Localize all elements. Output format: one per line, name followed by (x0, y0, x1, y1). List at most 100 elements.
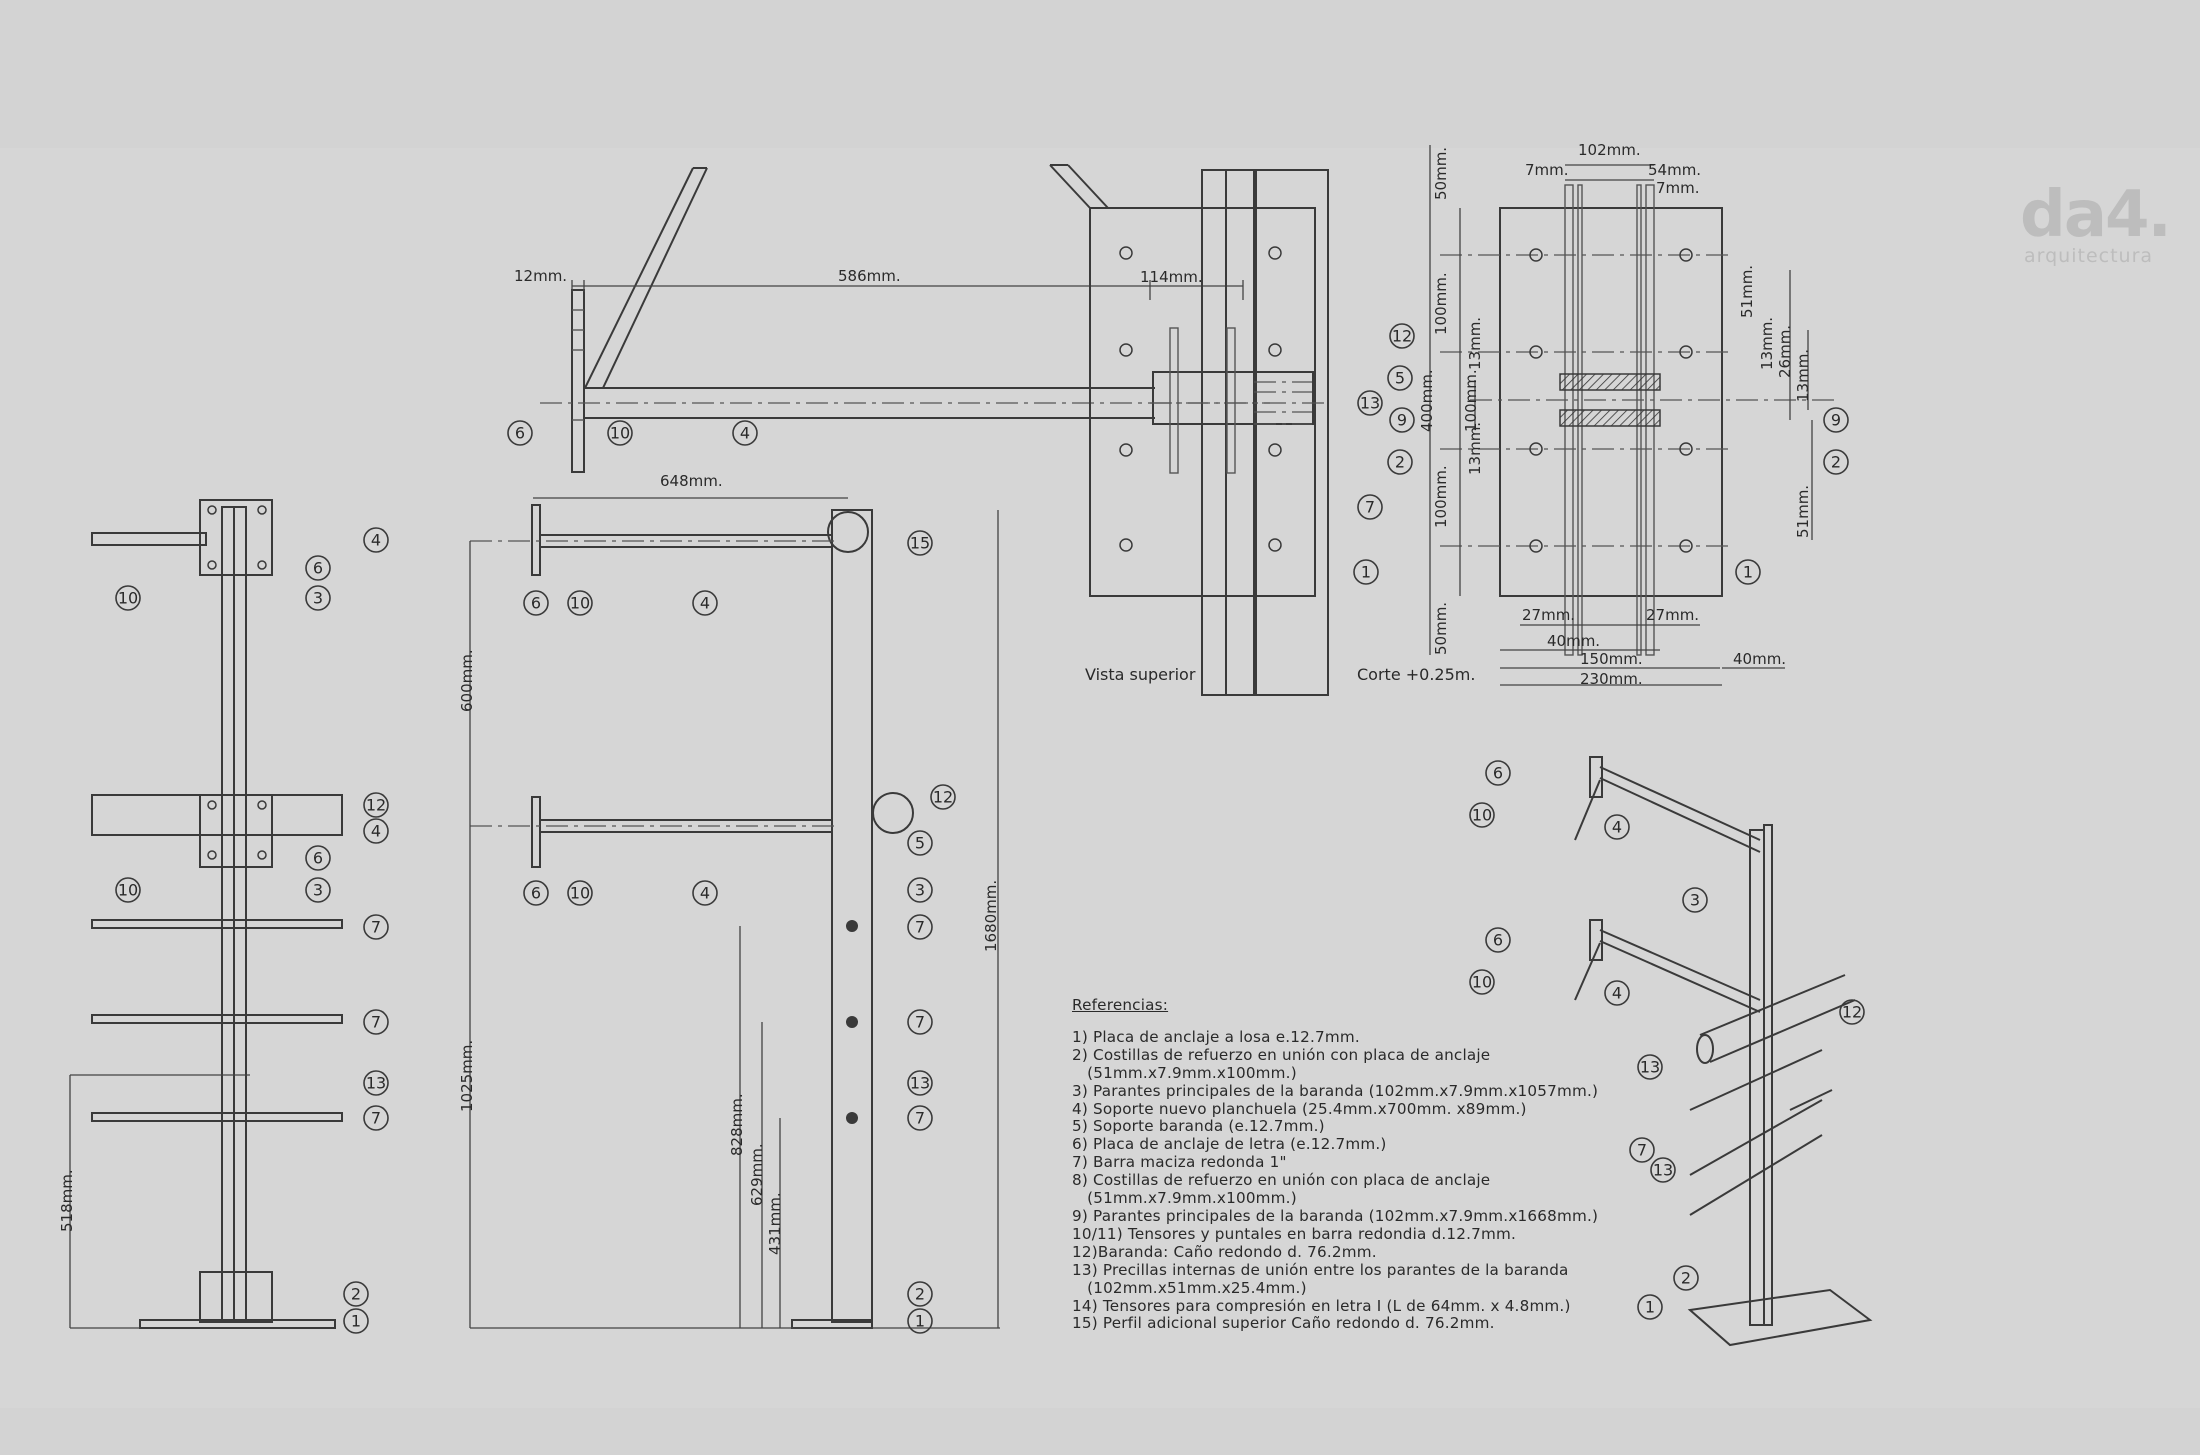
callout-bubble-13: 13 (363, 1070, 389, 1096)
callout-number: 6 (515, 424, 525, 443)
callout-number: 12 (1842, 1003, 1862, 1022)
callout-number: 4 (740, 424, 750, 443)
dim-100b: 100mm. (1462, 369, 1480, 432)
callout-bubble-1: 1 (343, 1308, 369, 1334)
logo: da4. arquitectura (2020, 183, 2180, 267)
callout-bubble-13: 13 (1637, 1054, 1663, 1080)
callout-number: 2 (351, 1285, 361, 1304)
callout-number: 13 (366, 1074, 386, 1093)
callout-bubble-1: 1 (907, 1308, 933, 1334)
dim-13b: 13mm. (1466, 422, 1484, 475)
callout-number: 4 (700, 594, 710, 613)
dim-1680: 1680mm. (982, 880, 1000, 952)
callout-bubble-3: 3 (305, 585, 331, 611)
callout-number: 7 (1365, 498, 1375, 517)
callout-bubble-2: 2 (1387, 449, 1413, 475)
callout-number: 7 (1637, 1141, 1647, 1160)
callout-number: 12 (933, 788, 953, 807)
callout-bubble-12: 12 (930, 784, 956, 810)
plan-view-support: 12mm. 586mm. 114mm. (514, 167, 1270, 473)
dim-40b: 40mm. (1733, 650, 1786, 668)
callout-number: 10 (118, 589, 138, 608)
callout-number: 3 (313, 881, 323, 900)
callout-bubble-7: 7 (363, 914, 389, 940)
side-elevation: 518mm. (58, 499, 343, 1329)
dim-13c: 13mm. (1758, 317, 1776, 370)
callout-bubble-7: 7 (907, 914, 933, 940)
front-elevation: 648mm. 600mm. 1025mm. 1680mm. 828mm. 629… (458, 472, 1000, 1329)
callout-bubble-4: 4 (692, 590, 718, 616)
callout-bubble-2: 2 (1823, 449, 1849, 475)
callout-bubble-7: 7 (907, 1105, 933, 1131)
callout-bubble-7: 7 (1629, 1137, 1655, 1163)
references-list: Referencias: 1) Placa de anclaje a losa … (1072, 996, 1632, 1333)
sheet-band (0, 148, 2200, 1408)
callout-number: 13 (1653, 1161, 1673, 1180)
dim-100c: 100mm. (1432, 465, 1450, 528)
dim-27a: 27mm. (1522, 606, 1575, 624)
callout-bubble-12: 12 (1389, 323, 1415, 349)
reference-item: (102mm.x51mm.x25.4mm.) (1072, 1278, 1307, 1297)
callout-bubble-6: 6 (523, 590, 549, 616)
dim-50a: 50mm. (1432, 147, 1450, 200)
callout-number: 2 (915, 1285, 925, 1304)
callout-number: 7 (915, 1013, 925, 1032)
callout-number: 6 (531, 884, 541, 903)
callout-bubble-13: 13 (1357, 390, 1383, 416)
callout-number: 7 (371, 918, 381, 937)
callout-bubble-2: 2 (343, 1281, 369, 1307)
callout-number: 4 (1612, 984, 1622, 1003)
callout-number: 12 (366, 796, 386, 815)
dim-150: 150mm. (1580, 650, 1643, 668)
dim-7a: 7mm. (1525, 161, 1569, 179)
callout-bubble-9: 9 (1389, 407, 1415, 433)
dim-26: 26mm. (1776, 325, 1794, 378)
dim-7b: 7mm. (1656, 179, 1700, 197)
callout-number: 3 (915, 881, 925, 900)
callout-bubble-3: 3 (907, 877, 933, 903)
dim-600: 600mm. (458, 649, 476, 712)
callout-bubble-7: 7 (363, 1105, 389, 1131)
logo-subtitle: arquitectura (2024, 245, 2154, 267)
label-vista-superior: Vista superior (1085, 665, 1196, 684)
callout-number: 7 (371, 1109, 381, 1128)
reference-item: 15) Perfil adicional superior Caño redon… (1072, 1314, 1495, 1333)
callout-number: 10 (1472, 973, 1492, 992)
dim-13d: 13mm. (1794, 349, 1812, 402)
callout-number: 15 (910, 534, 930, 553)
callout-number: 9 (1831, 411, 1841, 430)
callout-bubble-12: 12 (363, 792, 389, 818)
reference-item: 12)Baranda: Caño redondo d. 76.2mm. (1072, 1242, 1377, 1261)
dim-586: 586mm. (838, 267, 901, 285)
reference-item: 13) Precillas internas de unión entre lo… (1072, 1260, 1569, 1279)
dim-230: 230mm. (1580, 670, 1643, 688)
dim-114: 114mm. (1140, 268, 1203, 286)
callout-number: 10 (118, 881, 138, 900)
callout-bubble-6: 6 (1485, 760, 1511, 786)
callout-bubble-1: 1 (1637, 1294, 1663, 1320)
callout-bubble-4: 4 (692, 880, 718, 906)
callout-bubble-13: 13 (1650, 1157, 1676, 1183)
callout-bubble-3: 3 (305, 877, 331, 903)
callout-bubble-4: 4 (732, 420, 758, 446)
callout-number: 6 (313, 559, 323, 578)
reference-item: 10/11) Tensores y puntales en barra redo… (1072, 1224, 1517, 1243)
callout-bubble-1: 1 (1353, 559, 1379, 585)
callout-bubble-5: 5 (1387, 365, 1413, 391)
callout-bubble-6: 6 (305, 845, 331, 871)
callout-number: 6 (531, 594, 541, 613)
callout-bubble-4: 4 (363, 527, 389, 553)
callout-number: 4 (371, 531, 381, 550)
callout-number: 13 (1360, 394, 1380, 413)
callout-number: 3 (313, 589, 323, 608)
callout-number: 10 (610, 424, 630, 443)
callout-number: 10 (570, 594, 590, 613)
callout-number: 1 (1645, 1298, 1655, 1317)
callout-number: 4 (1612, 818, 1622, 837)
callout-number: 9 (1397, 411, 1407, 430)
callout-number: 10 (570, 884, 590, 903)
callout-bubble-5: 5 (907, 830, 933, 856)
callout-bubble-10: 10 (607, 420, 633, 446)
